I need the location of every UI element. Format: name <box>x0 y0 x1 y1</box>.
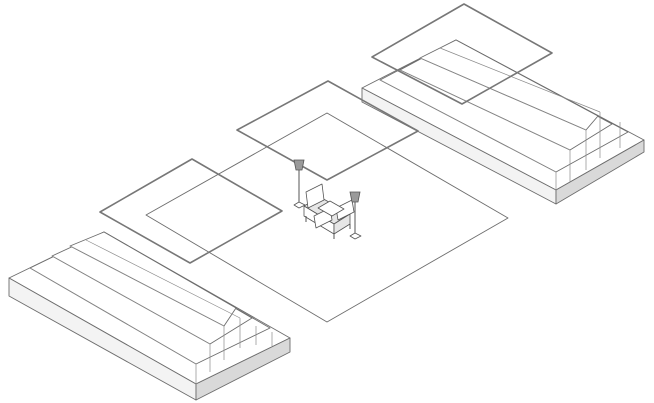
ceiling-panel-right <box>371 3 553 105</box>
stepped-platform-right <box>361 39 645 205</box>
armchair <box>303 183 355 239</box>
stepped-platform-left <box>8 231 291 401</box>
floor-lamp-right <box>349 191 362 240</box>
ceiling-panel-left <box>99 158 283 264</box>
floor-lamp-left <box>293 159 306 209</box>
